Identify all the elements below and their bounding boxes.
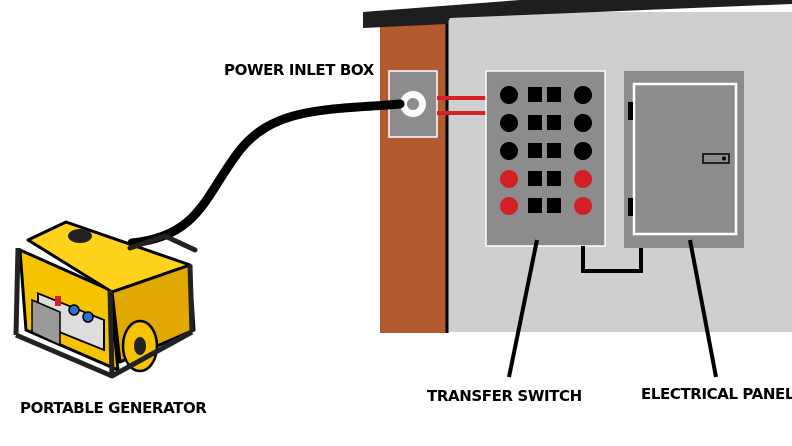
breaker-square: [547, 198, 561, 213]
breaker-square: [547, 171, 561, 186]
generator-fuel-cap: [68, 229, 92, 243]
breaker-circle-red: [500, 170, 518, 188]
portable-generator: [13, 220, 198, 379]
electrical-panel-label: ELECTRICAL PANEL: [641, 385, 792, 403]
generator-frame: [13, 247, 195, 379]
generator-wheel-hub: [134, 337, 146, 355]
breaker-circle: [500, 114, 518, 132]
roof: [363, 0, 792, 28]
breaker-circle: [574, 142, 592, 160]
panel-hinge-bottom: [628, 198, 633, 216]
generator-switch: [55, 296, 61, 306]
generator-handle: [127, 233, 198, 253]
inlet-plug: [407, 98, 419, 110]
breaker-circle: [500, 142, 518, 160]
breaker-square: [528, 143, 542, 158]
breaker-square: [547, 115, 561, 130]
breaker-square: [528, 115, 542, 130]
generator-engine: [31, 298, 61, 347]
transfer-switch-pointer: [507, 239, 539, 378]
breaker-square: [528, 171, 542, 186]
switch-panel-connector: [581, 246, 643, 273]
portable-generator-label: PORTABLE GENERATOR: [20, 399, 207, 417]
panel-latch: [702, 153, 730, 164]
electrical-panel-door: [632, 82, 738, 236]
breaker-circle-red: [574, 197, 592, 215]
house-siding: [380, 22, 447, 333]
breaker-grid: [500, 86, 592, 215]
power-inlet-box-label: POWER INLET BOX: [224, 61, 374, 79]
electrical-panel-pointer: [688, 239, 718, 378]
breaker-circle-red: [500, 197, 518, 215]
panel-latch-knob: [722, 156, 726, 161]
electrical-panel-box: [624, 71, 744, 248]
breaker-circle-red: [574, 170, 592, 188]
generator-cable: [127, 99, 405, 248]
breaker-circle: [574, 86, 592, 104]
generator-outlet: [68, 304, 80, 316]
breaker-square: [547, 87, 561, 102]
generator-outlet: [82, 311, 94, 323]
breaker-square: [528, 87, 542, 102]
breaker-square: [528, 198, 542, 213]
breaker-circle: [500, 86, 518, 104]
breaker-circle: [574, 114, 592, 132]
breaker-square: [547, 143, 561, 158]
panel-hinge-top: [628, 102, 633, 120]
transfer-switch-label: TRANSFER SWITCH: [427, 387, 582, 405]
